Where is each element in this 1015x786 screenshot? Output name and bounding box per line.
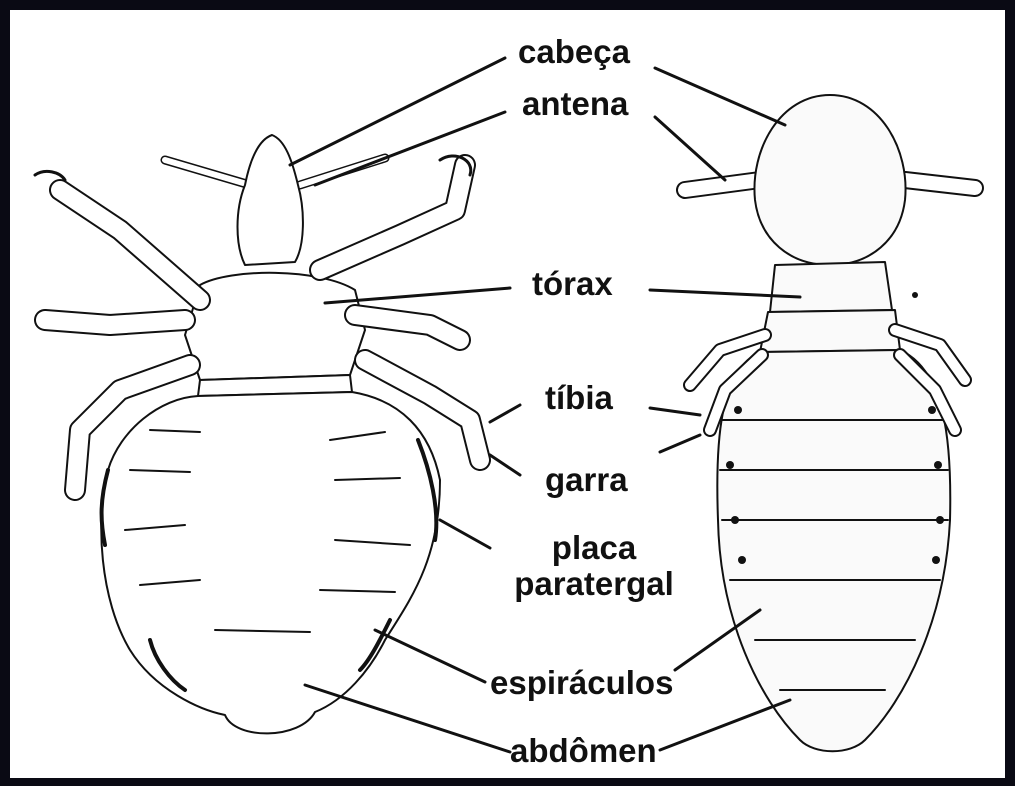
label-cabeca: cabeça xyxy=(518,34,630,70)
label-placa-line2: paratergal xyxy=(505,566,683,602)
label-garra: garra xyxy=(545,462,628,498)
label-tibia: tíbia xyxy=(545,380,613,416)
label-abdomen: abdômen xyxy=(510,733,657,769)
label-placa-line1: placa xyxy=(505,530,683,566)
label-espiraculos: espiráculos xyxy=(490,665,673,701)
right-louse-illustration xyxy=(685,95,975,751)
label-torax: tórax xyxy=(532,266,613,302)
label-placa-paratergal: placa paratergal xyxy=(505,530,683,602)
label-antena: antena xyxy=(522,86,628,122)
left-louse-illustration xyxy=(35,135,480,733)
